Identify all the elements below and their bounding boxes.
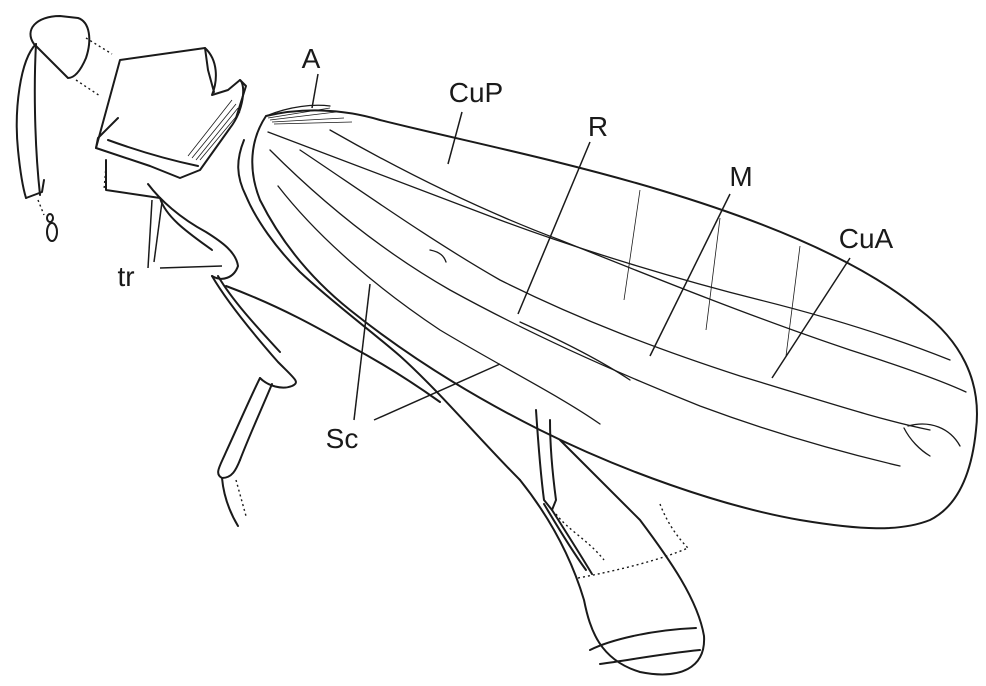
label-m: M xyxy=(729,161,752,192)
label-cup: CuP xyxy=(449,77,503,108)
vein-r xyxy=(330,130,966,392)
label-a: A xyxy=(302,43,321,74)
body-outline xyxy=(226,140,704,674)
vein-cua xyxy=(270,150,900,466)
label-sc: Sc xyxy=(326,423,359,454)
label-tr: tr xyxy=(117,261,134,292)
leader-lines xyxy=(148,74,850,420)
label-cua: CuA xyxy=(839,223,894,254)
antenna-segment xyxy=(17,16,112,241)
vein-m xyxy=(300,150,930,430)
forewing xyxy=(252,105,977,528)
label-r: R xyxy=(588,111,608,142)
pronotum xyxy=(96,48,246,178)
